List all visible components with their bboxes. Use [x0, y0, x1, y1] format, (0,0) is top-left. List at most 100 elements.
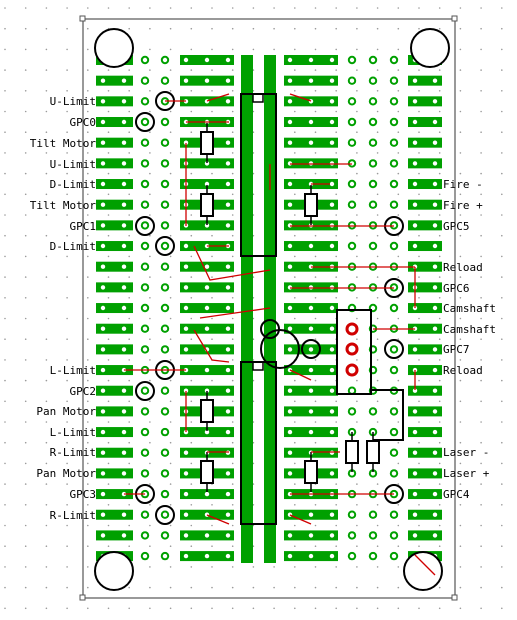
grid-dot	[480, 276, 482, 278]
strip-left-end	[96, 282, 133, 293]
grid-dot	[190, 462, 193, 465]
pad-hole	[183, 533, 189, 538]
grid-dot	[459, 400, 462, 403]
grid-dot	[231, 131, 234, 133]
pad-hole	[391, 533, 397, 538]
grid-dot	[376, 90, 379, 92]
pad-hole	[308, 409, 314, 414]
resistor-icon	[200, 193, 214, 217]
pad-hole	[432, 429, 438, 435]
pad-hole	[162, 533, 168, 538]
grid-dot	[294, 214, 296, 216]
grid-dot	[190, 566, 193, 568]
grid-dot	[190, 131, 193, 133]
grid-dot	[501, 359, 503, 361]
pad-hole	[162, 491, 168, 497]
grid-dot	[335, 566, 338, 568]
pad-hole	[225, 388, 231, 393]
grid-dot	[314, 545, 317, 547]
grid-dot	[107, 234, 110, 237]
grid-dot	[459, 441, 462, 444]
grid-dot	[4, 317, 6, 320]
grid-dot	[418, 193, 420, 196]
grid-dot	[418, 255, 420, 258]
grid-dot	[356, 172, 358, 175]
grid-dot	[335, 172, 338, 175]
grid-dot	[169, 69, 172, 71]
grid-dot	[169, 441, 172, 444]
strip-right-end	[408, 303, 442, 314]
grid-dot	[397, 586, 400, 589]
pad-hole	[412, 223, 418, 228]
grid-dot	[128, 131, 130, 133]
pad-hole	[162, 140, 168, 145]
grid-dot	[480, 379, 482, 382]
grid-dot	[459, 69, 462, 71]
grid-dot	[376, 607, 379, 610]
grid-dot	[438, 359, 441, 361]
grid-dot	[252, 566, 255, 568]
grid-dot	[480, 421, 482, 423]
grid-dot	[438, 193, 441, 196]
grid-dot	[66, 276, 68, 278]
grid-dot	[4, 214, 6, 216]
grid-dot	[128, 379, 130, 382]
grid-dot	[24, 48, 27, 51]
grid-dot	[45, 214, 48, 216]
strip-left-end	[96, 365, 133, 376]
grid-dot	[376, 400, 379, 403]
grid-dot	[149, 255, 151, 258]
grid-dot	[87, 566, 89, 568]
grid-dot	[190, 338, 193, 341]
pad-hole	[204, 99, 210, 104]
grid-dot	[4, 193, 6, 196]
grid-dot	[459, 255, 462, 258]
grid-dot	[335, 483, 338, 485]
grid-dot	[128, 297, 130, 299]
pad-hole	[349, 119, 355, 125]
grid-dot	[397, 462, 400, 465]
grid-dot	[4, 462, 6, 465]
grid-dot	[376, 338, 379, 341]
grid-dot	[66, 421, 68, 423]
grid-dot	[314, 524, 317, 527]
grid-dot	[501, 193, 503, 196]
grid-dot	[87, 110, 89, 113]
grid-dot	[4, 586, 6, 589]
strip-left-end	[96, 199, 133, 210]
grid-dot	[190, 214, 193, 216]
grid-dot	[87, 524, 89, 527]
grid-dot	[273, 586, 275, 589]
grid-dot	[87, 317, 89, 320]
grid-dot	[24, 338, 27, 341]
pad-hole	[370, 181, 376, 187]
grid-dot	[501, 483, 503, 485]
rail-left	[241, 55, 253, 563]
grid-dot	[128, 421, 130, 423]
pad-hole	[225, 202, 231, 207]
grid-dot	[335, 524, 338, 527]
pad-hole	[349, 243, 355, 249]
dip-ic-icon	[240, 93, 277, 257]
capacitor-icon	[135, 381, 155, 401]
grid-dot	[169, 545, 172, 547]
grid-dot	[190, 90, 193, 92]
grid-dot	[376, 379, 379, 382]
pad-hole	[162, 57, 168, 63]
grid-dot	[376, 131, 379, 133]
strip-right-end	[408, 96, 442, 107]
grid-dot	[4, 421, 6, 423]
grid-dot	[190, 234, 193, 237]
grid-dot	[4, 607, 6, 610]
grid-dot	[480, 359, 482, 361]
resistor-icon	[200, 460, 214, 484]
pad-hole	[432, 140, 438, 145]
pad-hole	[412, 429, 418, 435]
grid-dot	[314, 586, 317, 589]
pad-hole	[412, 202, 418, 207]
grid-dot	[128, 317, 130, 320]
pad-hole	[412, 140, 418, 145]
grid-dot	[376, 255, 379, 258]
pad-hole	[100, 533, 106, 538]
traces	[124, 93, 436, 576]
